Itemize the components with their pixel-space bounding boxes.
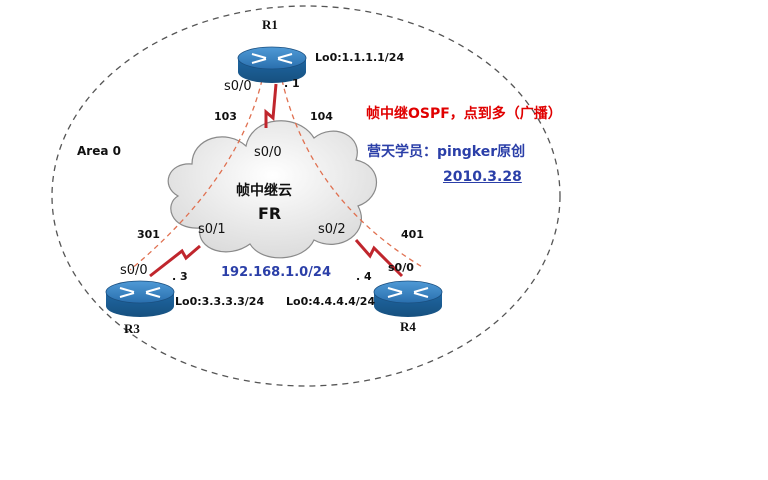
router-r3-icon (105, 280, 175, 317)
author-line: 营天学员：pingker原创 (367, 144, 526, 160)
dlci-301: 301 (137, 228, 160, 241)
date-line: 2010.3.28 (443, 169, 522, 185)
router-r3-host: . 3 (172, 270, 188, 283)
fr-port-top: s0/0 (254, 145, 282, 160)
cloud-fr-label: FR (258, 204, 282, 223)
fr-port-right: s0/2 (318, 222, 346, 237)
router-r4-name: R4 (400, 319, 416, 334)
cloud-title: 帧中继云 (236, 183, 292, 199)
area-boundary (51, 5, 561, 387)
dlci-401: 401 (401, 228, 424, 241)
router-r1-host: . 1 (284, 77, 300, 90)
router-r4-interface: s0/0 (388, 261, 414, 274)
router-r1-icon (237, 46, 307, 83)
frame-relay-cloud (167, 120, 378, 259)
router-r4-loopback: Lo0:4.4.4.4/24 (286, 295, 376, 308)
pvc-r1-r3 (129, 79, 263, 271)
serial-link-r3 (149, 244, 201, 278)
router-r3-name: R3 (124, 321, 140, 336)
router-r4-host: . 4 (356, 270, 372, 283)
fr-port-left: s0/1 (198, 222, 226, 237)
area-label: Area 0 (77, 144, 121, 158)
router-r4-icon (373, 280, 443, 317)
router-r3-interface: s0/0 (120, 263, 148, 278)
router-r1-name: R1 (262, 17, 278, 32)
diagram-title: 帧中继OSPF，点到多（广播） (366, 106, 562, 122)
router-r1-loopback: Lo0:1.1.1.1/24 (315, 51, 405, 64)
network-label: 192.168.1.0/24 (221, 265, 332, 280)
dlci-104: 104 (310, 110, 333, 123)
serial-link-r1 (264, 83, 278, 128)
dlci-103: 103 (214, 110, 237, 123)
serial-link-r4 (354, 239, 404, 278)
router-r3-loopback: Lo0:3.3.3.3/24 (175, 295, 265, 308)
pvc-r1-r4 (281, 79, 425, 269)
router-r1-interface: s0/0 (224, 79, 252, 94)
